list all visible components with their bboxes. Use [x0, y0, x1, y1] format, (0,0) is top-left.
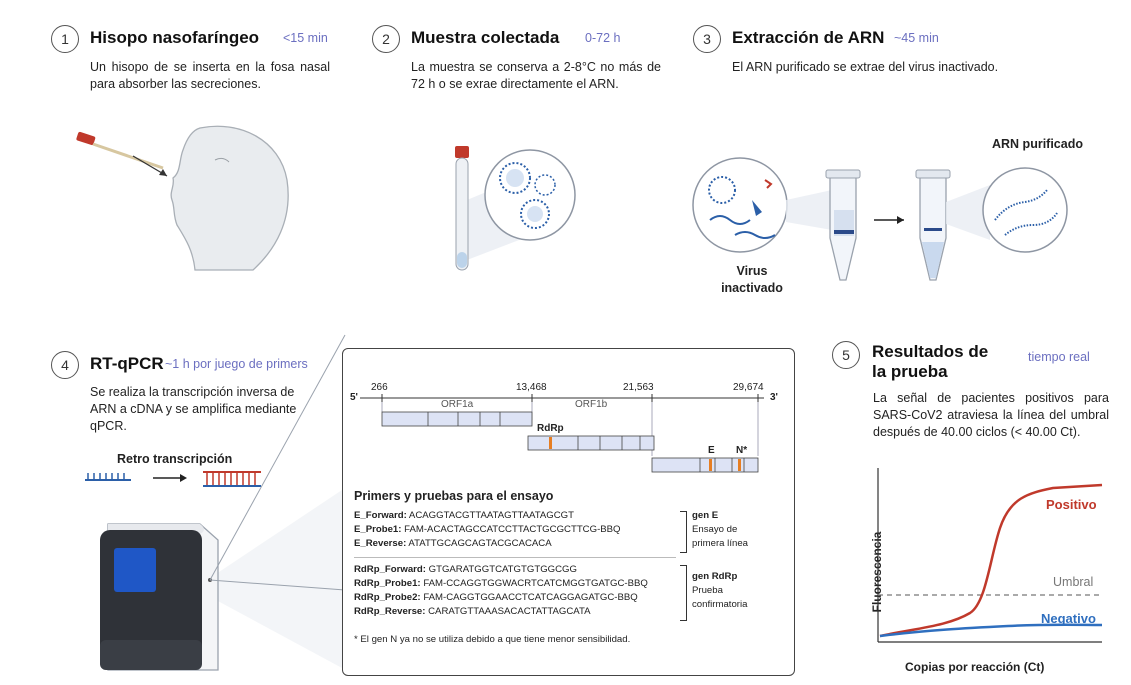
rdrp-probe2-row: RdRp_Probe2: FAM-CAGGTGGAACCTCATCAGGAGAT… — [354, 592, 638, 603]
step-4-number: 4 — [51, 351, 79, 379]
retro-transcription-label: Retro transcripción — [117, 452, 233, 466]
orf1a-label: ORF1a — [441, 399, 474, 410]
genome-pos-4: 29,674 — [733, 382, 764, 393]
primers-divider — [354, 557, 676, 558]
step-5-time: tiempo real — [1028, 350, 1090, 364]
negative-label: Negativo — [1041, 611, 1096, 626]
three-prime-label: 3' — [770, 392, 778, 403]
rdrp-reverse-row: RdRp_Reverse: CARATGTTAAASACACTATTAGCATA — [354, 606, 591, 617]
genome-pos-2: 13,468 — [516, 382, 547, 393]
qpcr-machine-illustration — [100, 490, 342, 671]
rdrp-label: RdRp — [537, 423, 564, 434]
threshold-label: Umbral — [1053, 575, 1094, 589]
rna-extraction-illustration — [692, 157, 1068, 281]
e-gene-label: E — [708, 445, 715, 456]
step-5-title: Resultados de la prueba — [872, 342, 989, 381]
group-e-bracket — [680, 511, 687, 553]
n-gene-label: N* — [736, 445, 748, 456]
chart-xlabel: Copias por reacción (Ct) — [905, 660, 1045, 674]
inactivated-virus-label: Virus inactivado — [721, 264, 783, 295]
step-2-time: 0-72 h — [585, 31, 621, 45]
group-r-note2: confirmatoria — [692, 599, 748, 610]
group-r-note1: Prueba — [692, 585, 723, 596]
swab-illustration — [76, 125, 289, 271]
step-1-title: Hisopo nasofaríngeo — [90, 28, 260, 47]
group-e-note1: Ensayo de — [692, 524, 738, 535]
positive-label: Positivo — [1046, 497, 1097, 512]
e-reverse-row: E_Reverse: ATATTGCAGCAGTACGCACACA — [354, 538, 552, 549]
step-3-number: 3 — [693, 25, 721, 53]
genome-pos-3: 21,563 — [623, 382, 654, 393]
amplification-chart — [877, 468, 1103, 643]
purified-rna-label: ARN purificado — [992, 137, 1083, 151]
step-4-title: RT-qPCR — [90, 354, 164, 373]
step-4-time: ~1 h por juego de primers — [165, 357, 308, 371]
group-r-gene: gen RdRp — [692, 571, 738, 582]
group-e-gene: gen E — [692, 510, 719, 521]
step-2-description: La muestra se conserva a 2-8°C no más de… — [411, 60, 661, 91]
step-5-description: La señal de pacientes positivos para SAR… — [873, 391, 1109, 439]
step-5-number: 5 — [832, 341, 860, 369]
group-e-note2: primera línea — [692, 538, 748, 549]
primers-footnote: * El gen N ya no se utiliza debido a que… — [354, 634, 631, 645]
rdrp-probe1-row: RdRp_Probe1: FAM-CCAGGTGGWACRTCATCMGGTGA… — [354, 578, 648, 589]
primers-heading: Primers y pruebas para el ensayo — [354, 489, 554, 503]
step-3-time: ~45 min — [894, 31, 939, 45]
step-1-number: 1 — [51, 25, 79, 53]
rt-icon — [85, 471, 261, 487]
primers-panel — [342, 348, 795, 676]
step-3-description: El ARN purificado se extrae del virus in… — [732, 60, 999, 74]
orf1b-label: ORF1b — [575, 399, 608, 410]
connector-line — [209, 334, 346, 591]
genome-pos-1: 266 — [371, 382, 388, 393]
step-4-description: Se realiza la transcripción inversa de A… — [90, 385, 297, 433]
group-r-bracket — [680, 565, 687, 621]
sample-tube-illustration — [455, 146, 576, 271]
series-positivo — [879, 483, 1103, 638]
e-forward-row: E_Forward: ACAGGTACGTTAATAGTTAATAGCGT — [354, 510, 574, 521]
step-2-title: Muestra colectada — [411, 28, 560, 47]
series-negativo — [879, 623, 1103, 638]
rdrp-forward-row: RdRp_Forward: GTGARATGGTCATGTGTGGCGG — [354, 564, 577, 575]
step-3-title: Extracción de ARN — [732, 28, 885, 47]
step-1-description: Un hisopo de se inserta en la fosa nasal… — [90, 60, 330, 91]
five-prime-label: 5' — [350, 392, 358, 403]
e-probe1-row: E_Probe1: FAM-ACACTAGCCATCCTTACTGCGCTTCG… — [354, 524, 621, 535]
genome-map — [360, 394, 764, 473]
step-1-time: <15 min — [283, 31, 328, 45]
step-2-number: 2 — [372, 25, 400, 53]
